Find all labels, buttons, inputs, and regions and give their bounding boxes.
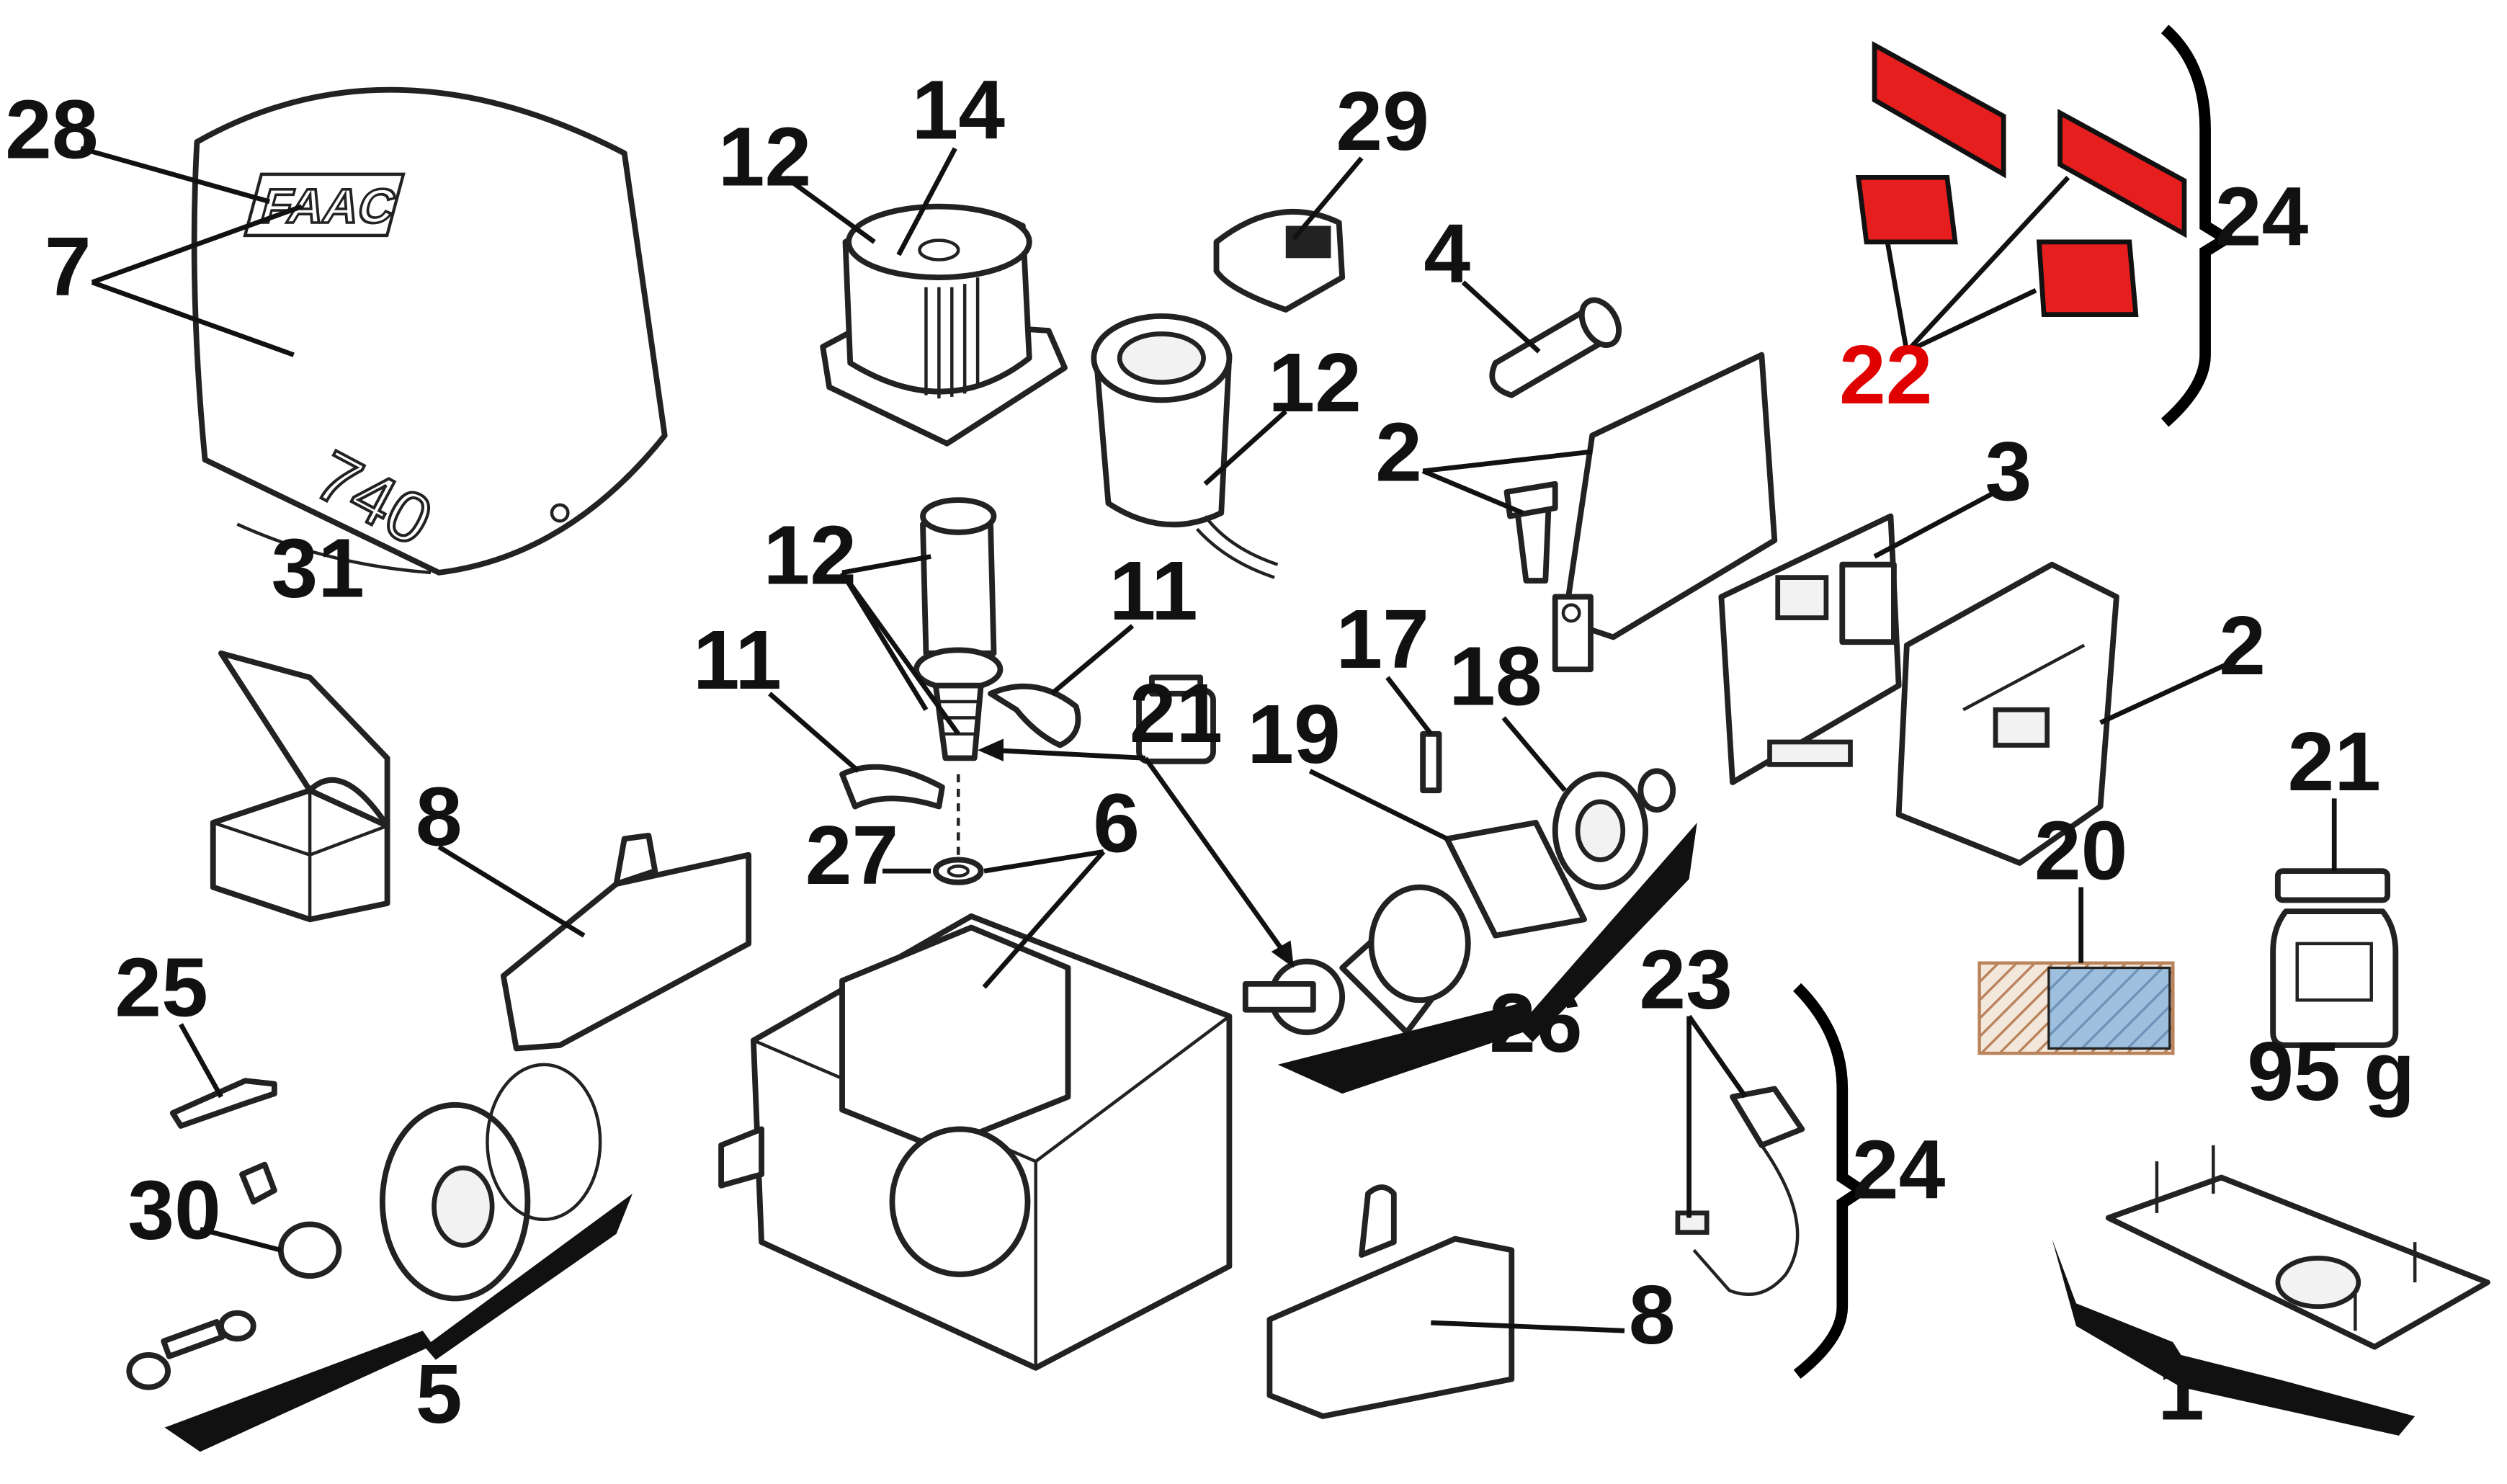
- label-8b: 8: [1629, 1268, 1676, 1362]
- circlip-11-lower: [839, 764, 945, 810]
- sensor-23: [1675, 1086, 1805, 1297]
- label-12b: 12: [1268, 336, 1362, 429]
- bracket-24-bottom: [1793, 983, 1872, 1379]
- label-8a: 8: [416, 769, 462, 863]
- circlip-11-upper: [988, 683, 1081, 748]
- rotor-12: [913, 497, 1004, 855]
- screw-set: [126, 1310, 256, 1390]
- label-22: 22: [1839, 328, 1933, 421]
- gearbox-base-6: [718, 913, 1233, 1371]
- label-30: 30: [128, 1163, 221, 1257]
- svg-text:FAAC: FAAC: [255, 179, 401, 233]
- limit-switch-cams-22: [1855, 41, 2187, 317]
- label-14: 14: [911, 63, 1005, 157]
- release-knob-5: [379, 1063, 602, 1302]
- label-5: 5: [416, 1347, 462, 1441]
- washer-27: [932, 857, 984, 885]
- control-board-3: [1718, 513, 1902, 785]
- label-29: 29: [1336, 74, 1429, 168]
- label-6: 6: [1093, 776, 1140, 870]
- label-26: 26: [1489, 976, 1583, 1070]
- rack-guard-8-upper: [500, 832, 752, 1052]
- label-1: 1: [2158, 1344, 2204, 1437]
- output-shaft-26: [1242, 820, 1587, 1035]
- release-key-25: [169, 1078, 277, 1129]
- label-18: 18: [1449, 629, 1542, 723]
- gear-18: [1552, 768, 1676, 890]
- label-3: 3: [1985, 424, 2032, 518]
- stator-12: [1091, 313, 1279, 579]
- grease-icon-small: [1136, 674, 1216, 764]
- label-21b: 21: [2287, 715, 2381, 808]
- motor-flange-14: [820, 203, 1068, 447]
- label-25: 25: [115, 941, 207, 1034]
- capacitor-4: [1489, 297, 1622, 398]
- label-2a: 2: [1375, 405, 1422, 499]
- foundation-plate-1: [2105, 1145, 2490, 1350]
- label-17: 17: [1336, 592, 1429, 686]
- label-27: 27: [805, 808, 899, 902]
- label-7: 7: [45, 220, 91, 313]
- label-4: 4: [1424, 207, 1470, 300]
- label-28: 28: [5, 82, 98, 176]
- bracket-24-top: [2160, 24, 2238, 427]
- packaging-box-31: [210, 650, 390, 923]
- motor-cover: FAAC 740: [191, 86, 668, 576]
- brand-logo: FAAC: [243, 172, 406, 238]
- label-11a: 11: [1109, 544, 1198, 638]
- leader-lines: [80, 146, 2337, 1333]
- pin-17: [1420, 730, 1442, 794]
- grease-weight-label: 95 g: [2247, 1024, 2415, 1118]
- seal-kit-20: [1978, 961, 2175, 1055]
- connector-29: [1213, 209, 1346, 313]
- label-31: 31: [272, 521, 365, 614]
- rack-guard-8-lower: [1266, 1184, 1515, 1419]
- arrows: [978, 738, 1294, 968]
- label-19: 19: [1247, 687, 1341, 781]
- label-23: 23: [1639, 932, 1733, 1026]
- shelf-5: [164, 1193, 633, 1452]
- label-24a: 24: [2215, 169, 2309, 263]
- label-21a: 21: [1130, 666, 1223, 760]
- grease-jar-21: 95 g: [2247, 868, 2415, 1118]
- part-labels: 28 7 12 14 29 12 4 12 11 11 21 2 3 2 22 …: [5, 63, 2381, 1441]
- electronics-box-2: [1552, 352, 1778, 673]
- shelf-26: [1277, 822, 1697, 1094]
- label-11b: 11: [693, 613, 782, 707]
- label-12a: 12: [718, 110, 812, 204]
- label-24b: 24: [1852, 1123, 1946, 1217]
- screw-2: [1503, 480, 1558, 584]
- cylinder-30: [239, 1161, 342, 1279]
- label-2b: 2: [2219, 599, 2266, 692]
- label-12c: 12: [763, 509, 857, 602]
- transformer-cover-2: [1895, 561, 2119, 866]
- shelf-1: [2052, 1238, 2416, 1436]
- label-20: 20: [2034, 803, 2128, 897]
